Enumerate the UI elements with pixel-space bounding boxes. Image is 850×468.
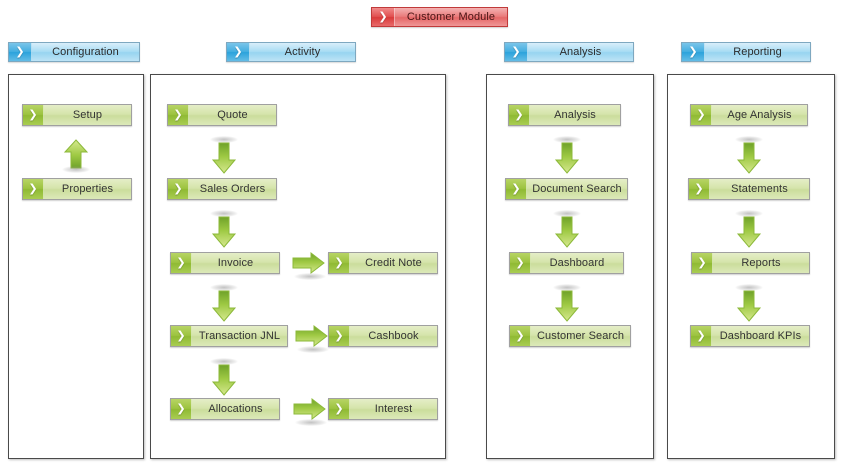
- node-sales-orders[interactable]: ❯ Sales Orders: [167, 178, 277, 200]
- node-sales-orders-label: Sales Orders: [189, 179, 276, 199]
- chevron-right-icon: ❯: [329, 253, 350, 273]
- node-allocations[interactable]: ❯ Allocations: [170, 398, 280, 420]
- connector-arrow-down: [733, 284, 765, 324]
- node-transaction-jnl-label: Transaction JNL: [192, 326, 287, 346]
- node-reports-label: Reports: [713, 253, 809, 273]
- chevron-right-icon: ❯: [692, 253, 713, 273]
- tab-activity[interactable]: ❯ Activity: [226, 42, 356, 62]
- node-age-analysis-label: Age Analysis: [712, 105, 807, 125]
- node-customer-search-label: Customer Search: [531, 326, 630, 346]
- chevron-right-icon: ❯: [682, 43, 705, 61]
- chevron-right-icon: ❯: [329, 326, 350, 346]
- panel-configuration: [8, 74, 144, 459]
- node-credit-note-label: Credit Note: [350, 253, 437, 273]
- tab-analysis-label: Analysis: [528, 43, 633, 61]
- connector-arrow-down: [208, 358, 240, 398]
- chevron-right-icon: ❯: [9, 43, 32, 61]
- node-invoice-label: Invoice: [192, 253, 279, 273]
- node-cashbook[interactable]: ❯ Cashbook: [328, 325, 438, 347]
- node-interest-label: Interest: [350, 399, 437, 419]
- node-credit-note[interactable]: ❯ Credit Note: [328, 252, 438, 274]
- chevron-right-icon: ❯: [372, 8, 395, 26]
- node-age-analysis[interactable]: ❯ Age Analysis: [690, 104, 808, 126]
- node-dashboard-kpis[interactable]: ❯ Dashboard KPIs: [690, 325, 810, 347]
- node-transaction-jnl[interactable]: ❯ Transaction JNL: [170, 325, 288, 347]
- chevron-right-icon: ❯: [227, 43, 250, 61]
- chevron-right-icon: ❯: [691, 105, 712, 125]
- tab-configuration-label: Configuration: [32, 43, 139, 61]
- connector-arrow-down: [551, 210, 583, 250]
- node-document-search[interactable]: ❯ Document Search: [505, 178, 628, 200]
- node-dashboard-kpis-label: Dashboard KPIs: [712, 326, 809, 346]
- chevron-right-icon: ❯: [23, 105, 44, 125]
- chevron-right-icon: ❯: [506, 179, 527, 199]
- node-statements-label: Statements: [710, 179, 809, 199]
- chevron-right-icon: ❯: [23, 179, 44, 199]
- connector-arrow-down: [551, 136, 583, 176]
- node-interest[interactable]: ❯ Interest: [328, 398, 438, 420]
- connector-arrow-down: [208, 284, 240, 324]
- connector-arrow-right: [293, 323, 333, 355]
- node-document-search-label: Document Search: [527, 179, 627, 199]
- chevron-right-icon: ❯: [168, 179, 189, 199]
- node-quote-label: Quote: [189, 105, 276, 125]
- connector-arrow-down: [551, 284, 583, 324]
- connector-arrow-down: [208, 136, 240, 176]
- tab-reporting-label: Reporting: [705, 43, 810, 61]
- node-analysis[interactable]: ❯ Analysis: [508, 104, 621, 126]
- chevron-right-icon: ❯: [510, 253, 531, 273]
- chevron-right-icon: ❯: [505, 43, 528, 61]
- node-analysis-label: Analysis: [530, 105, 620, 125]
- connector-arrow-down: [733, 210, 765, 250]
- node-quote[interactable]: ❯ Quote: [167, 104, 277, 126]
- chevron-right-icon: ❯: [171, 253, 192, 273]
- chevron-right-icon: ❯: [329, 399, 350, 419]
- chevron-right-icon: ❯: [691, 326, 712, 346]
- module-header-customer-module[interactable]: ❯ Customer Module: [371, 7, 508, 27]
- tab-analysis[interactable]: ❯ Analysis: [504, 42, 634, 62]
- node-customer-search[interactable]: ❯ Customer Search: [509, 325, 631, 347]
- node-dashboard-label: Dashboard: [531, 253, 623, 273]
- connector-arrow-down: [208, 210, 240, 250]
- node-properties[interactable]: ❯ Properties: [22, 178, 132, 200]
- tab-reporting[interactable]: ❯ Reporting: [681, 42, 811, 62]
- tab-activity-label: Activity: [250, 43, 355, 61]
- chevron-right-icon: ❯: [689, 179, 710, 199]
- node-dashboard[interactable]: ❯ Dashboard: [509, 252, 624, 274]
- node-statements[interactable]: ❯ Statements: [688, 178, 810, 200]
- connector-arrow-up: [60, 138, 92, 174]
- connector-arrow-down: [733, 136, 765, 176]
- node-reports[interactable]: ❯ Reports: [691, 252, 810, 274]
- node-setup-label: Setup: [44, 105, 131, 125]
- node-invoice[interactable]: ❯ Invoice: [170, 252, 280, 274]
- module-header-label: Customer Module: [395, 8, 507, 26]
- chevron-right-icon: ❯: [168, 105, 189, 125]
- chevron-right-icon: ❯: [509, 105, 530, 125]
- node-cashbook-label: Cashbook: [350, 326, 437, 346]
- node-setup[interactable]: ❯ Setup: [22, 104, 132, 126]
- chevron-right-icon: ❯: [510, 326, 531, 346]
- node-allocations-label: Allocations: [192, 399, 279, 419]
- connector-arrow-right: [290, 250, 330, 282]
- chevron-right-icon: ❯: [171, 326, 192, 346]
- connector-arrow-right: [291, 396, 331, 428]
- tab-configuration[interactable]: ❯ Configuration: [8, 42, 140, 62]
- node-properties-label: Properties: [44, 179, 131, 199]
- chevron-right-icon: ❯: [171, 399, 192, 419]
